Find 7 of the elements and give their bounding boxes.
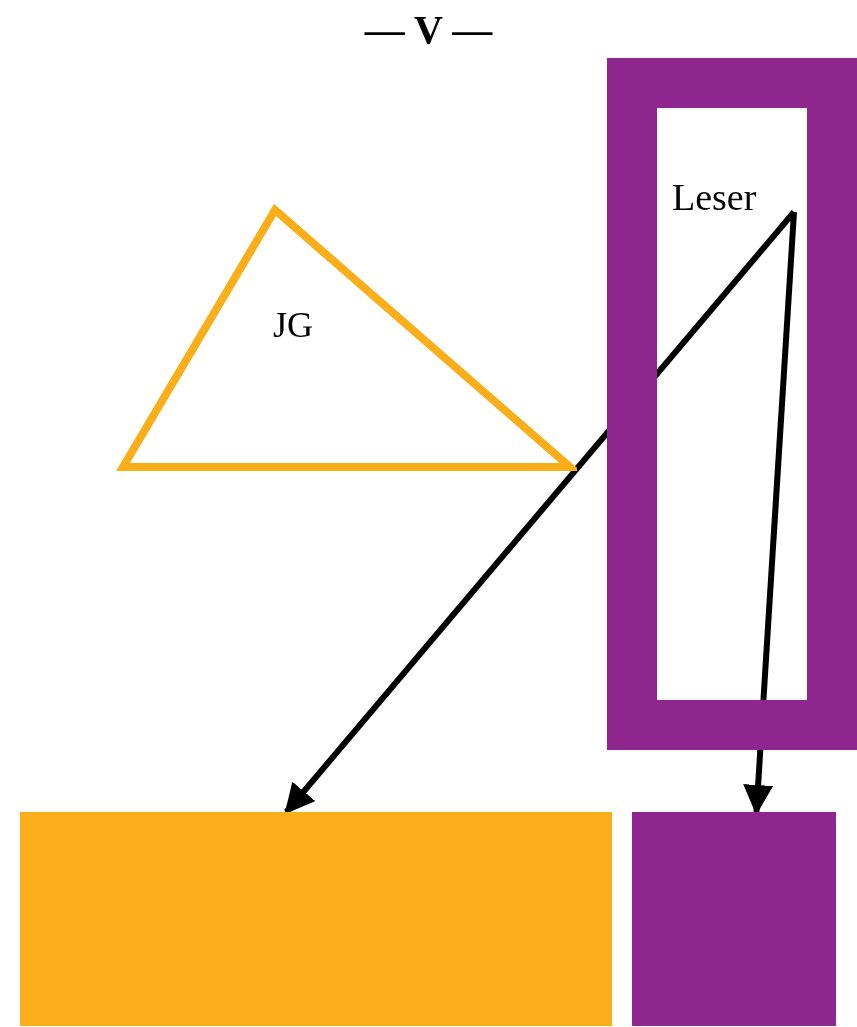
node-label: JG xyxy=(273,304,313,346)
arrow xyxy=(743,211,797,815)
block xyxy=(632,812,836,1026)
diagram-title: — V — xyxy=(364,6,493,53)
node-label: Leser xyxy=(672,174,796,220)
block xyxy=(20,812,612,1026)
frame-box xyxy=(607,58,857,750)
